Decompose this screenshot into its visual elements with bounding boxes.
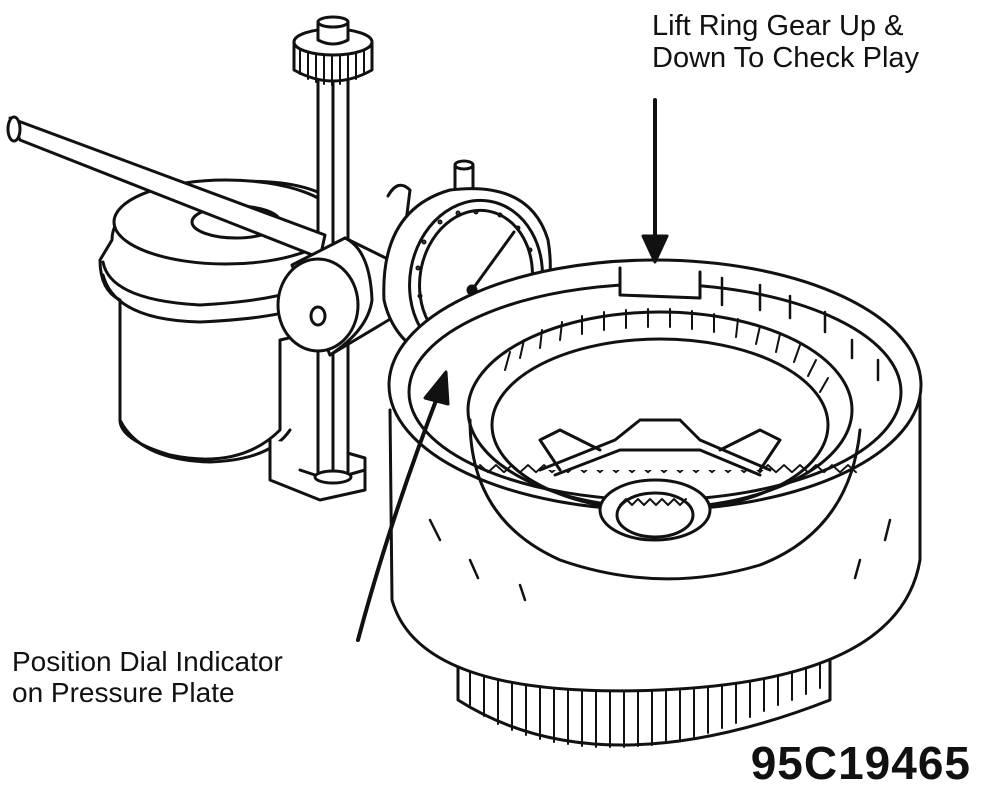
dial-needle (470, 230, 516, 292)
callout-bottom-line2: on Pressure Plate (12, 677, 235, 709)
callout-bottom-line1: Position Dial Indicator (12, 646, 283, 677)
rod-clamp (276, 236, 402, 357)
callout-arrow-top (641, 98, 669, 264)
callout-top-line1: Lift Ring Gear Up & (652, 10, 904, 42)
callout-top-line2: Down To Check Play (652, 42, 920, 75)
callout-arrow-bottom (356, 370, 450, 642)
figure-code: 95C19465 (750, 737, 971, 789)
gear-assembly (387, 258, 923, 748)
callout-lift-ring-gear: Lift Ring Gear Up & Down To Check Play (652, 10, 919, 75)
callout-position-dial: Position Dial Indicator on Pressure Plat… (12, 646, 283, 709)
knurled-knob (292, 15, 374, 86)
